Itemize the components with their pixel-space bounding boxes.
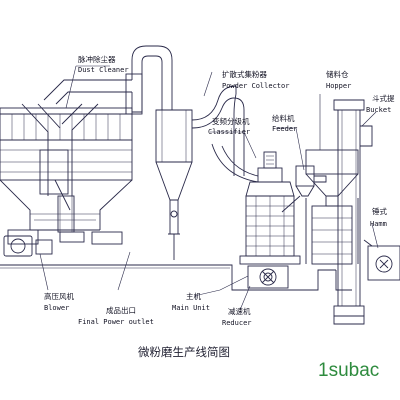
- reducer-label-en: Reducer: [222, 319, 252, 327]
- hammer-label-en: Hamm: [370, 220, 387, 228]
- inlet-ducts: [21, 79, 132, 233]
- hopper: [305, 149, 359, 265]
- classifier-label-cn: 变频分级机: [212, 116, 250, 126]
- diagram-title: 微粉磨生产线简图: [138, 345, 230, 359]
- dust-cleaner-unit: [0, 107, 133, 245]
- blower: [3, 235, 53, 257]
- powder-collector-label-en: Powder Collector: [222, 82, 289, 90]
- hammer-crusher: [363, 239, 400, 281]
- bucket-label-en: Bucket: [366, 106, 391, 114]
- hopper-label-en: Hopper: [326, 82, 351, 90]
- bucket-label-cn: 斗式提: [372, 93, 395, 103]
- powder-collector-label-cn: 扩散式集粉器: [222, 69, 267, 79]
- leader-lines: [39, 65, 379, 311]
- feeder: [281, 165, 327, 213]
- main-unit-label-en: Main Unit: [172, 304, 210, 312]
- hammer-label-cn: 锤式: [372, 206, 387, 216]
- reducer: [247, 265, 289, 289]
- top-duct: [125, 45, 173, 115]
- hopper-label-cn: 储料仓: [326, 69, 349, 79]
- outlet-label-cn: 成品出口: [106, 305, 136, 315]
- main-unit-label-cn: 主机: [186, 291, 201, 301]
- blower-label-cn: 高压风机: [44, 291, 74, 301]
- outlet-label-en: Final Power outlet: [78, 318, 154, 326]
- classifier-label-en: Classifier: [208, 128, 250, 136]
- dust-cleaner-label-en: Dust Cleaner: [78, 66, 129, 74]
- feeder-label-en: Feeder: [272, 125, 297, 133]
- blower-label-en: Blower: [44, 304, 69, 312]
- collector-duct: [191, 85, 259, 183]
- powder-collector: [155, 109, 193, 260]
- bucket-elevator: [333, 99, 373, 325]
- dust-cleaner-label-cn: 脉冲除尘器: [78, 54, 116, 64]
- watermark: 1subac: [318, 360, 379, 381]
- feeder-label-cn: 给料机: [272, 113, 295, 123]
- main-unit: [239, 151, 301, 265]
- reducer-label-cn: 减速机: [228, 306, 251, 316]
- ground-line: [0, 264, 352, 291]
